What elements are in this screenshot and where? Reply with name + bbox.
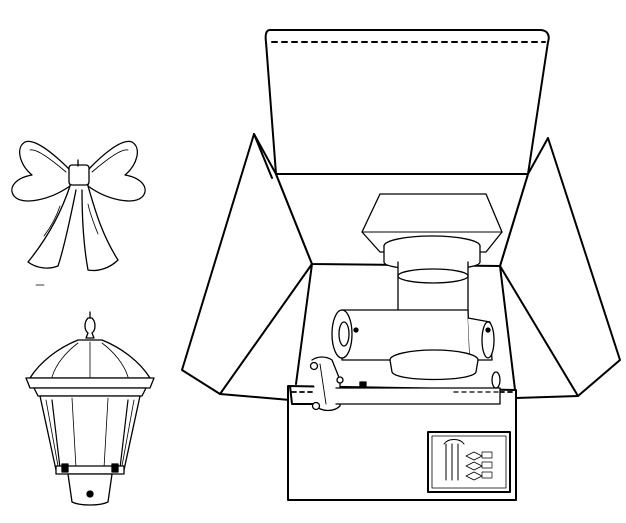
- instruction-sheet-icon: [428, 432, 510, 492]
- post-lantern-icon: [26, 312, 154, 505]
- ribbon-bow-icon: [12, 141, 145, 285]
- bracket-icon: [311, 357, 501, 411]
- pipe-fitting-icon: [332, 194, 502, 380]
